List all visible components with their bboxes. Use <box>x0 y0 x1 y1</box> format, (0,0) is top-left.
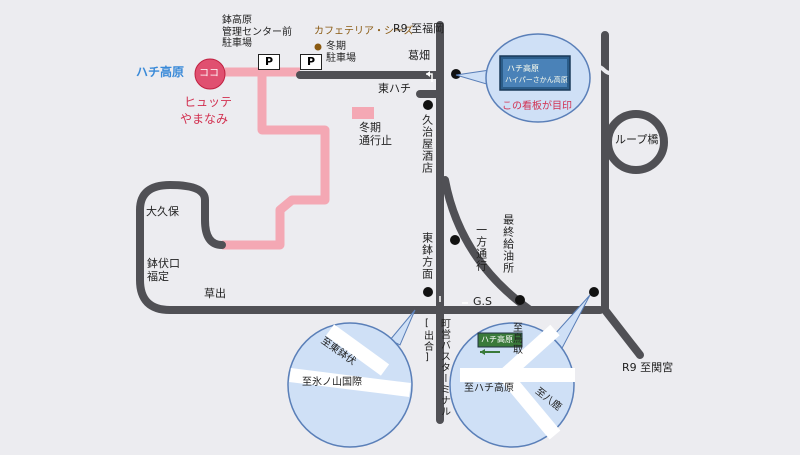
hachi-kogen-marker <box>194 58 226 90</box>
junction-left-roads <box>289 324 411 397</box>
small-sign-text: ハチ高原 <box>481 335 513 344</box>
r9-fukuoka-label: R9 至福岡 <box>393 22 445 35</box>
koko-label: ココ <box>199 68 219 79</box>
parking-icon: P <box>300 54 322 70</box>
deai-label: [出合] <box>421 318 433 364</box>
winter-closure-marker <box>352 107 374 119</box>
kujiya-sakaya-label: 久治屋酒店 <box>420 114 434 174</box>
parking-icon: P <box>258 54 280 70</box>
hachibuse-fukutei-label: 鉢伏口 福定 <box>147 257 180 283</box>
cafeteria-dot-icon <box>314 43 322 51</box>
bus-terminal-label: 町営バスターミナル <box>438 318 450 417</box>
kuzuhata-label: 葛畑 <box>408 49 430 62</box>
yamanami-label: やまなみ <box>180 112 229 126</box>
last-gas-station-label: 最終給油所 <box>501 214 515 274</box>
sign-board-face <box>503 59 567 87</box>
r9-sekinomiya-label: R9 至関宮 <box>622 361 674 374</box>
kusade-label: 草出 <box>204 287 226 300</box>
winter-closure-label: 冬期 通行止 <box>359 121 392 147</box>
arrow-icon <box>426 71 430 77</box>
sign-text-line2: ハイパーさかん高原 <box>505 76 568 84</box>
higashi-hachi-label: 東ハチ <box>378 82 411 95</box>
to-hyonosen-label: 至氷ノ山国際 <box>302 377 362 388</box>
one-way-label: 一方通行 <box>474 224 488 272</box>
winter-parking-label: 冬期 駐車場 <box>326 41 356 64</box>
arrow-icon <box>480 349 485 355</box>
sign-memo-label: この看板が目印 <box>502 101 572 112</box>
cafeteria-label: カフェテリア・シーズ <box>314 26 414 37</box>
to-hachi-kogen-label: 至ハチ高原 <box>464 383 514 394</box>
gray-road-network <box>136 21 668 424</box>
hyutte-label: ヒュッテ <box>184 95 233 109</box>
black-dot-icon <box>450 235 460 245</box>
to-tottori-label: 至鳥取 <box>510 322 522 355</box>
black-dot-icon <box>589 287 599 297</box>
black-dot-icon <box>451 69 461 79</box>
sign-board-icon <box>477 332 523 348</box>
loop-bridge-label: ループ橋 <box>615 133 659 146</box>
pink-road <box>222 67 330 250</box>
gas-station-label: G.S <box>473 295 493 308</box>
black-dot-icon <box>423 100 433 110</box>
higashi-hachi-direction-label: 東鉢方面 <box>420 232 434 280</box>
junction-right-roads <box>460 324 575 440</box>
road-break-mark <box>590 65 618 75</box>
black-dot-icon <box>423 287 433 297</box>
sign-text-line1: ハチ高原 <box>507 64 539 73</box>
okubo-label: 大久保 <box>146 205 179 218</box>
hachi-kogen-label: ハチ高原 <box>136 65 185 79</box>
black-dot-icon <box>515 295 525 305</box>
parking-kanri-label: 鉢高原 管理センター前 駐車場 <box>222 15 292 49</box>
